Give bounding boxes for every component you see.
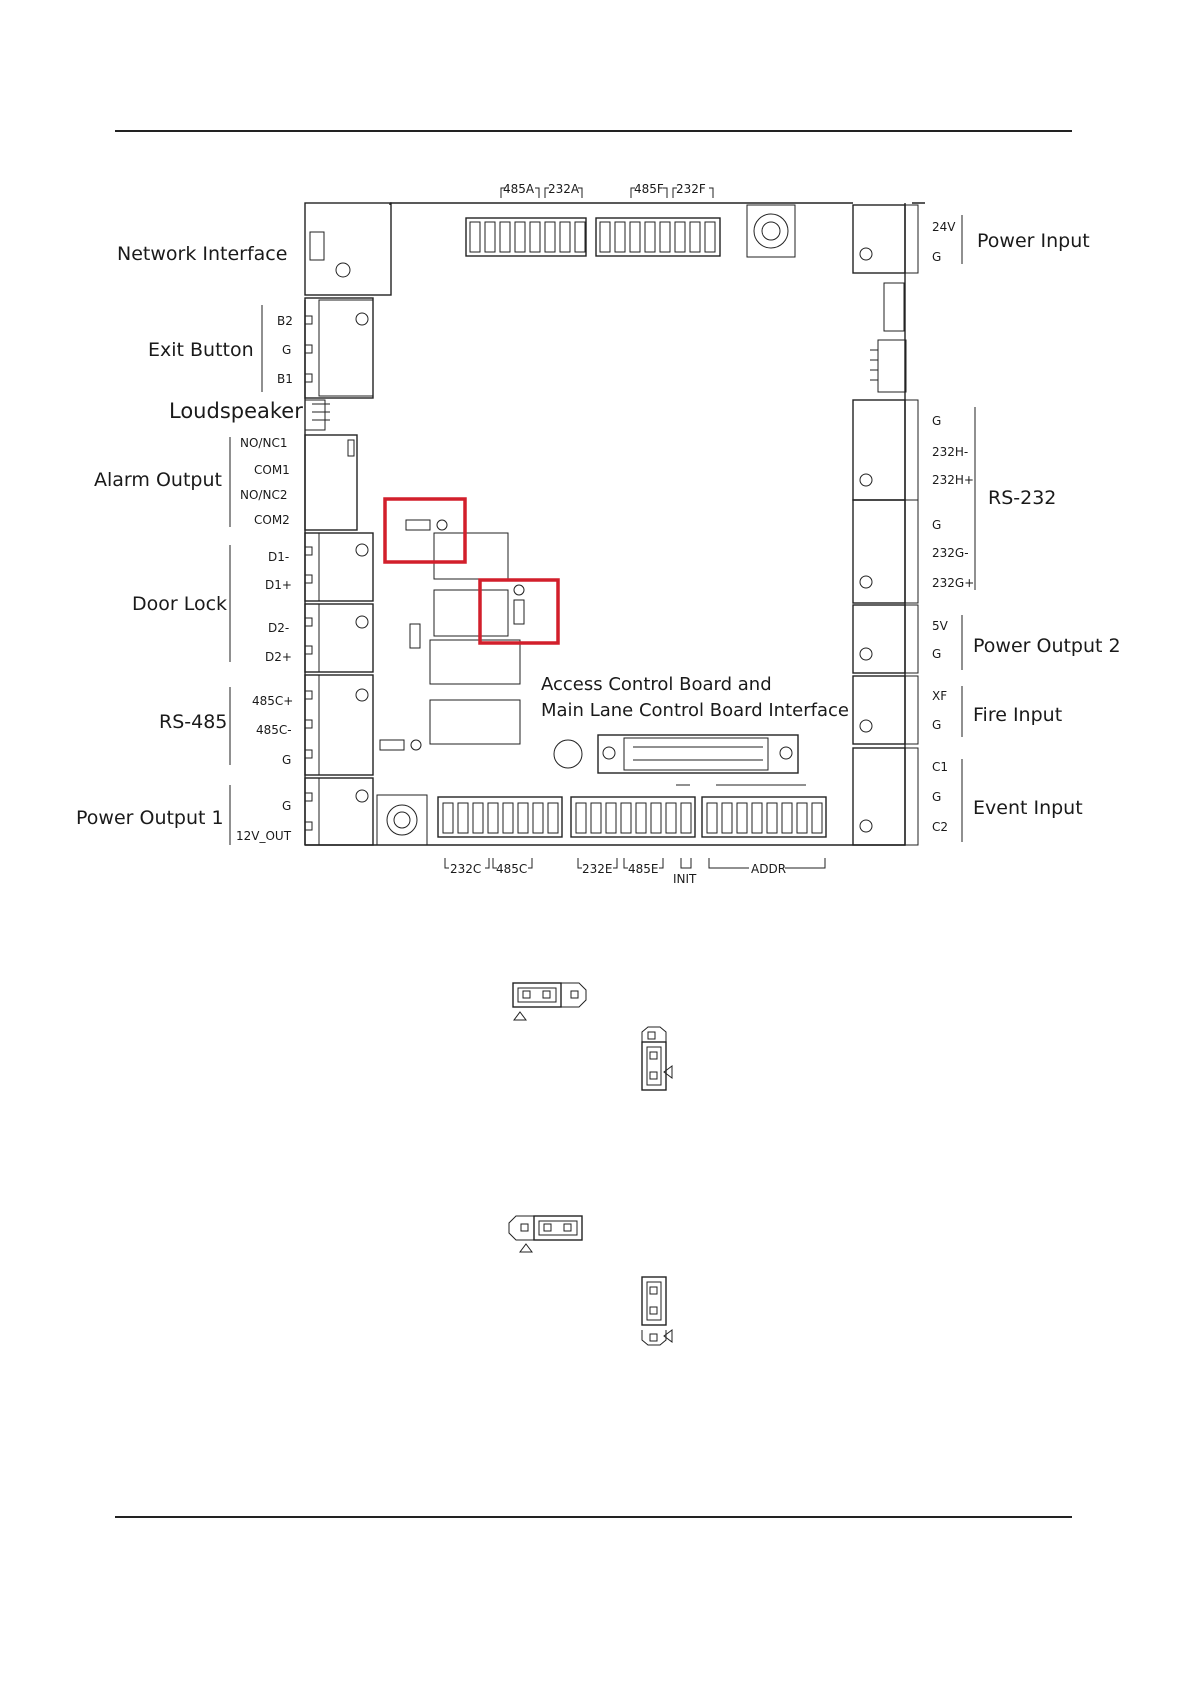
pin-g-fire: G — [932, 718, 941, 732]
board-interface-connector — [553, 734, 806, 786]
dip-switch-top-left — [465, 217, 587, 257]
alarm-output-relay — [304, 434, 358, 531]
pin-xf: XF — [932, 689, 947, 703]
dip-switch-bottom-3 — [701, 796, 827, 838]
event-input-terminal — [852, 747, 919, 846]
network-interface-label: Network Interface — [117, 243, 287, 265]
dip-label-addr: ADDR — [751, 862, 786, 876]
top-buzzer — [746, 204, 796, 258]
interface-label-line2: Main Lane Control Board Interface — [541, 700, 849, 721]
jumper-small-4 — [379, 739, 422, 751]
pin-g-exit: G — [282, 343, 291, 357]
board-components — [429, 282, 907, 745]
dip-label-485f: 485F — [634, 182, 664, 196]
pin-g-rs485: G — [282, 753, 291, 767]
power-output-2-label: Power Output 2 — [973, 635, 1121, 657]
rs232-label: RS-232 — [988, 487, 1056, 509]
rs485-terminal — [304, 674, 374, 776]
loudspeaker-connector — [304, 399, 330, 431]
pin-d2m: D2- — [268, 621, 289, 635]
dip-label-485e: 485E — [628, 862, 659, 876]
jumper-highlight-2 — [478, 578, 560, 645]
door-lock-terminal-2 — [304, 603, 374, 673]
pin-g-pwr1: G — [282, 799, 291, 813]
rs232-terminal-2 — [852, 499, 919, 604]
dip-label-485c: 485C — [496, 862, 527, 876]
pin-c1: C1 — [932, 760, 948, 774]
dip-switch-bottom-2 — [570, 796, 696, 838]
power-output-2-terminal — [852, 604, 919, 674]
pin-d1p: D1+ — [265, 578, 292, 592]
dip-switch-bottom-1 — [437, 796, 563, 838]
loudspeaker-label: Loudspeaker — [169, 399, 303, 423]
jumper-illustration-4 — [641, 1276, 673, 1346]
exit-button-label: Exit Button — [148, 339, 254, 361]
rs485-label: RS-485 — [159, 711, 227, 733]
pin-nonc2: NO/NC2 — [240, 488, 287, 502]
pin-g-232g: G — [932, 518, 941, 532]
pin-5v: 5V — [932, 619, 949, 633]
dip-label-232c: 232C — [450, 862, 481, 876]
power-input-terminal — [852, 204, 919, 274]
door-lock-label: Door Lock — [132, 593, 227, 615]
alarm-output-label: Alarm Output — [94, 469, 222, 491]
dip-label-485a: 485A — [503, 182, 535, 196]
pin-d2p: D2+ — [265, 650, 292, 664]
jumper-small-2 — [513, 584, 525, 625]
pin-com1: COM1 — [254, 463, 290, 477]
pin-232h-minus: 232H- — [932, 445, 968, 459]
pin-g-232h: G — [932, 414, 941, 428]
pin-12v-out: 12V_OUT — [236, 829, 292, 843]
pin-b1: B1 — [277, 372, 293, 386]
door-lock-terminal-1 — [304, 532, 374, 602]
pin-nonc1: NO/NC1 — [240, 436, 287, 450]
pin-232h-plus: 232H+ — [932, 473, 974, 487]
dip-switch-top-right — [595, 217, 721, 257]
power-input-label: Power Input — [977, 230, 1090, 252]
pin-g-event: G — [932, 790, 941, 804]
power-output-1-label: Power Output 1 — [76, 807, 224, 829]
jumper-small-1 — [405, 519, 448, 531]
fire-input-label: Fire Input — [973, 704, 1062, 726]
pin-485c-plus: 485C+ — [252, 694, 293, 708]
pin-g-pwrin: G — [932, 250, 941, 264]
dip-label-init: INIT — [673, 872, 697, 886]
dip-label-232e: 232E — [582, 862, 613, 876]
rs232-terminal-1 — [852, 399, 919, 501]
right-brackets — [961, 215, 976, 842]
pin-232g-plus: 232G+ — [932, 576, 974, 590]
pin-485c-minus: 485C- — [256, 723, 292, 737]
jumper-illustration-3 — [508, 1215, 583, 1253]
pin-g-pwr2: G — [932, 647, 941, 661]
fire-input-terminal — [852, 675, 919, 745]
pin-c2: C2 — [932, 820, 948, 834]
pin-24v: 24V — [932, 220, 956, 234]
event-input-label: Event Input — [973, 797, 1083, 819]
pin-232g-minus: 232G- — [932, 546, 969, 560]
power-output-1-terminal — [304, 777, 374, 846]
jumper-highlight-1 — [383, 497, 467, 564]
jumper-illustration-1 — [512, 982, 587, 1021]
network-port — [304, 202, 392, 296]
interface-label-line1: Access Control Board and — [541, 674, 772, 695]
jumper-small-3 — [409, 623, 421, 649]
left-brackets — [229, 305, 263, 845]
pin-com2: COM2 — [254, 513, 290, 527]
jumper-illustration-2 — [641, 1026, 673, 1091]
dip-label-232f: 232F — [676, 182, 706, 196]
board-outline — [304, 202, 925, 846]
buzzer — [376, 794, 428, 846]
dip-label-232a: 232A — [548, 182, 580, 196]
pin-d1m: D1- — [268, 550, 289, 564]
pin-b2: B2 — [277, 314, 293, 328]
exit-button-terminal — [304, 297, 374, 399]
